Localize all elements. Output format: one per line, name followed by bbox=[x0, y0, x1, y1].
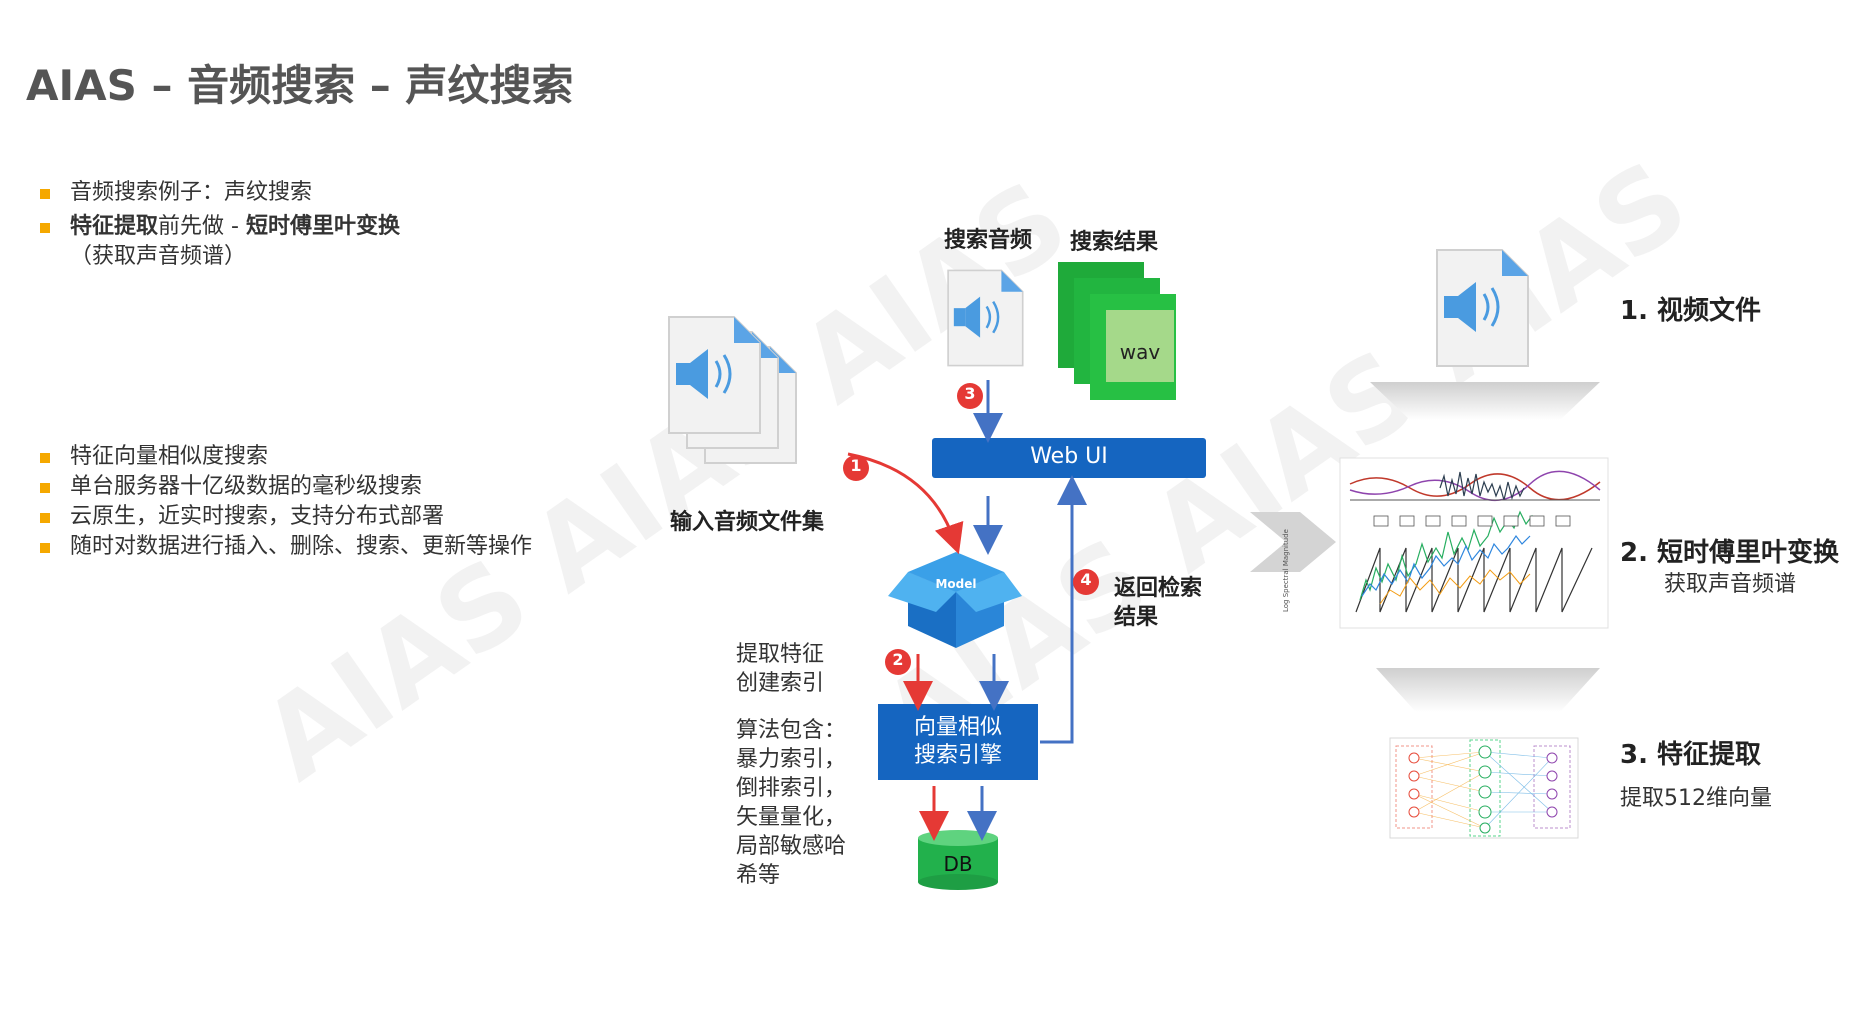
bullet-item: 特征向量相似度搜索 bbox=[40, 442, 532, 472]
bullet-marker bbox=[40, 453, 50, 463]
down-arrow-shape bbox=[1370, 382, 1600, 420]
step-feature-extract-sub-label: 提取512维向量 bbox=[1620, 786, 1772, 811]
search-audio-icon bbox=[946, 269, 1024, 367]
bullet-bold-text: 特征提取 bbox=[70, 214, 159, 239]
bullet-bold-text: 短时傅里叶变换 bbox=[245, 214, 400, 239]
search-result-label: 搜索结果 bbox=[1070, 230, 1159, 255]
right-arrow-shape bbox=[1250, 512, 1336, 572]
step-badge-1 bbox=[843, 455, 869, 481]
bullet-text: 单台服务器十亿级数据的毫秒级搜索 bbox=[70, 474, 423, 499]
input-files-label: 输入音频文件集 bbox=[670, 510, 825, 535]
vector-engine-box bbox=[878, 704, 1038, 780]
bullet-item: 随时对数据进行插入、删除、搜索、更新等操作 bbox=[40, 532, 532, 562]
step-badge-4-text: 4 bbox=[1080, 570, 1092, 589]
step-badge-4 bbox=[1073, 569, 1099, 595]
extract-note: 提取特征 创建索引 bbox=[736, 642, 825, 696]
bullet-item: 云原生，近实时搜索，支持分布式部署 bbox=[40, 502, 532, 532]
arrow-engine-to-webui-return bbox=[1040, 475, 1087, 744]
step-stft-sub-label: 获取声音频谱 bbox=[1664, 572, 1797, 597]
db-label: DB bbox=[943, 852, 973, 876]
bullet-text: 云原生，近实时搜索，支持分布式部署 bbox=[70, 504, 445, 529]
bullet-text: 音频搜索例子：声纹搜索 bbox=[70, 180, 313, 205]
bullet-marker bbox=[40, 483, 50, 493]
step-video-file-label: 1. 视频文件 bbox=[1620, 296, 1762, 326]
web-ui-box bbox=[932, 438, 1206, 478]
arrow-input-to-model bbox=[847, 452, 964, 555]
return-result-note: 返回检索 结果 bbox=[1114, 576, 1203, 630]
spectrogram-image bbox=[1339, 457, 1609, 629]
web-ui-label: Web UI bbox=[1030, 444, 1108, 469]
bullet-text: 随时对数据进行插入、删除、搜索、更新等操作 bbox=[70, 534, 533, 559]
step-badge-2-text: 2 bbox=[892, 650, 904, 669]
bullet-marker bbox=[40, 513, 50, 523]
bullet-list-top: 音频搜索例子：声纹搜索 特征提取前先做 - 短时傅里叶变换 （获取声音频谱） bbox=[40, 178, 400, 272]
step-badge-1-text: 1 bbox=[850, 456, 862, 475]
model-label: Model bbox=[935, 577, 977, 591]
bullet-marker bbox=[40, 543, 50, 553]
feature-network-image bbox=[1389, 737, 1579, 839]
bullet-marker bbox=[40, 223, 50, 233]
vector-engine-label: 向量相似 搜索引擎 bbox=[913, 715, 1002, 768]
down-arrow-shape bbox=[1376, 668, 1600, 712]
step-feature-extract-label: 3. 特征提取 bbox=[1620, 740, 1762, 770]
bullet-item: 特征提取前先做 - 短时傅里叶变换 （获取声音频谱） bbox=[40, 212, 400, 272]
step-badge-2 bbox=[885, 649, 911, 675]
bullet-text: 特征向量相似度搜索 bbox=[70, 444, 269, 469]
step-badge-3 bbox=[957, 383, 983, 409]
page-title: AIAS – 音频搜索 – 声纹搜索 bbox=[26, 61, 574, 110]
search-audio-label: 搜索音频 bbox=[944, 228, 1033, 253]
wav-label: wav bbox=[1119, 340, 1161, 364]
bullet-text-line2: （获取声音频谱） bbox=[70, 244, 247, 269]
algorithm-note: 算法包含： 暴力索引， 倒排索引， 矢量量化， 局部敏感哈 希等 bbox=[736, 718, 847, 888]
bullet-list-bottom: 特征向量相似度搜索 单台服务器十亿级数据的毫秒级搜索 云原生，近实时搜索，支持分… bbox=[40, 442, 532, 562]
video-file-icon bbox=[1435, 248, 1530, 368]
model-box-icon bbox=[888, 552, 1022, 648]
step-badge-3-text: 3 bbox=[964, 384, 976, 403]
input-audio-files-icon bbox=[667, 315, 798, 465]
spectrum-y-label: Log Spectral Magnitude bbox=[1282, 529, 1290, 612]
bullet-marker bbox=[40, 189, 50, 199]
bullet-item: 单台服务器十亿级数据的毫秒级搜索 bbox=[40, 472, 532, 502]
bullet-text: 前先做 - bbox=[158, 214, 246, 239]
bullet-item: 音频搜索例子：声纹搜索 bbox=[40, 178, 400, 208]
search-result-wav-icon bbox=[1058, 262, 1176, 400]
step-stft-label: 2. 短时傅里叶变换 bbox=[1620, 538, 1840, 568]
